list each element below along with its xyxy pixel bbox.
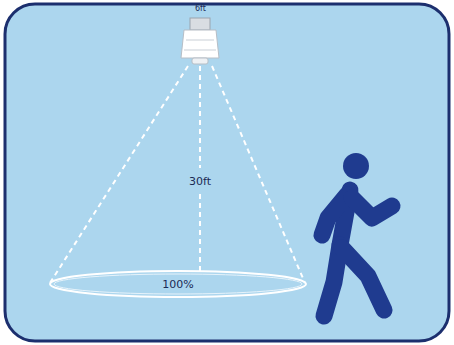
distance-label: 30ft	[189, 176, 211, 187]
walking-person	[322, 190, 392, 316]
person-head	[343, 153, 369, 179]
detection-cone	[50, 66, 305, 283]
sensor-height-label: 6ft	[195, 5, 206, 13]
background-panel	[5, 4, 449, 341]
coverage-ellipse: 100%	[48, 269, 308, 299]
coverage-percent: 100%	[48, 279, 308, 290]
sensor-fixture	[181, 18, 219, 64]
